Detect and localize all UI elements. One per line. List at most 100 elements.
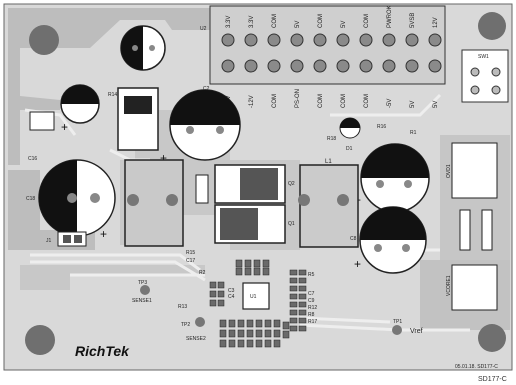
atx-top-pin-label: 3.3V [226, 16, 232, 28]
svg-text:R12: R12 [308, 305, 317, 311]
svg-text:C2: C2 [203, 86, 210, 92]
smd-pad [253, 259, 261, 268]
smd-pad [298, 309, 307, 316]
smd-pad [289, 301, 298, 308]
atx-pin [336, 59, 350, 73]
atx-pin [267, 59, 281, 73]
smd-pad [217, 299, 225, 307]
svg-text:C9: C9 [308, 298, 315, 304]
u1-label: U1 [250, 294, 257, 300]
atx-pin [382, 59, 396, 73]
switch-sw1 [461, 49, 509, 103]
atx-top-pin-label: 3.3V [249, 16, 255, 28]
atx-bottom-pin-label: COM [364, 94, 370, 108]
atx-bottom-pin-label: COM [341, 94, 347, 108]
q1-label: Q1 [288, 221, 295, 227]
reference-labels: U2 R18 D1 R16 R14 C16 C18 C2 R15 C17 R2 … [26, 26, 417, 325]
regulator-tab [124, 96, 152, 114]
smd-pad [217, 281, 225, 289]
atx-pin [313, 33, 327, 47]
atx-top-pin-label: COM [364, 14, 370, 28]
atx-pin [382, 33, 396, 47]
svg-text:R1: R1 [410, 130, 417, 136]
smd-pad [255, 339, 263, 348]
tp1-label: TP1 [393, 319, 402, 325]
sense1-label: SENSE1 [132, 298, 152, 304]
smd-pad [298, 269, 307, 276]
svg-text:U2: U2 [200, 26, 207, 32]
mounting-hole [25, 325, 55, 355]
smd-pad [237, 339, 245, 348]
smd-pad [253, 267, 261, 276]
ovp-block [451, 142, 498, 199]
atx-pin [290, 59, 304, 73]
date-code: 05.01.18. SD177-C [455, 364, 498, 370]
ic-u1 [242, 282, 270, 310]
smd-pad [273, 329, 281, 338]
capacitor-c14 [60, 84, 100, 124]
svg-text:R16: R16 [377, 124, 386, 130]
inductor-pad [337, 194, 349, 206]
inductor-pad [127, 194, 139, 206]
smd-pad [244, 259, 252, 268]
ovp-label: OVD1 [446, 164, 452, 178]
smd-pad [289, 269, 298, 276]
atx-pin [267, 33, 281, 47]
smd-pad [217, 290, 225, 298]
smd-pad [209, 290, 217, 298]
q2-label: Q2 [288, 181, 295, 187]
atx-pin [428, 59, 442, 73]
mounting-hole [478, 324, 506, 352]
j1-pin [74, 235, 82, 243]
smd-pad [298, 285, 307, 292]
sw1-pad [491, 67, 501, 77]
capacitor-c10 [360, 143, 430, 213]
svg-text:R5: R5 [308, 272, 315, 278]
atx-pin [336, 33, 350, 47]
tp3-label: TP3 [138, 280, 147, 286]
smd-pad [282, 330, 290, 339]
diode-d1 [195, 174, 209, 204]
sense2-label: SENSE2 [186, 336, 206, 342]
smd-pad [228, 329, 236, 338]
smd-pad [298, 293, 307, 300]
sw1-pad [470, 85, 480, 95]
smd-pad [219, 319, 227, 328]
mounting-hole [478, 12, 506, 40]
smd-pad [244, 267, 252, 276]
smd-pad [273, 339, 281, 348]
atx-top-pin-label: 5V [295, 21, 301, 28]
smd-pad [219, 329, 227, 338]
vcore-label: VCORE1 [446, 275, 452, 296]
copper-region-bottom [20, 265, 205, 290]
cap-c4 [481, 209, 493, 251]
mounting-hole [29, 25, 59, 55]
capacitor-small [339, 117, 361, 139]
smd-pad [237, 319, 245, 328]
l1-label: L1 [325, 159, 332, 165]
smd-pad [298, 277, 307, 284]
smd-pad [228, 319, 236, 328]
smd-pad [289, 325, 298, 332]
atx-pin [359, 33, 373, 47]
svg-text:R17: R17 [308, 319, 317, 325]
atx-bottom-pin-label: -12V [249, 95, 255, 108]
atx-top-pin-label: 12V [433, 17, 439, 28]
atx-bottom-pin-label: 5V [410, 101, 416, 108]
capacitor-c8 [359, 206, 427, 274]
smd-pad [255, 319, 263, 328]
atx-pin [221, 59, 235, 73]
atx-top-pin-label: COM [272, 14, 278, 28]
svg-text:R14: R14 [108, 92, 117, 98]
vref-label: Vref [410, 328, 423, 335]
atx-bottom-pin-label: COM [272, 94, 278, 108]
atx-pin [313, 59, 327, 73]
svg-text:+: + [354, 257, 361, 271]
smd-pad [264, 339, 272, 348]
atx-top-pin-label: PWROK [387, 5, 393, 28]
atx-bottom-pin-label: -5V [387, 99, 393, 108]
smd-pad [264, 319, 272, 328]
svg-text:R18: R18 [327, 136, 336, 142]
smd-pad [219, 339, 227, 348]
